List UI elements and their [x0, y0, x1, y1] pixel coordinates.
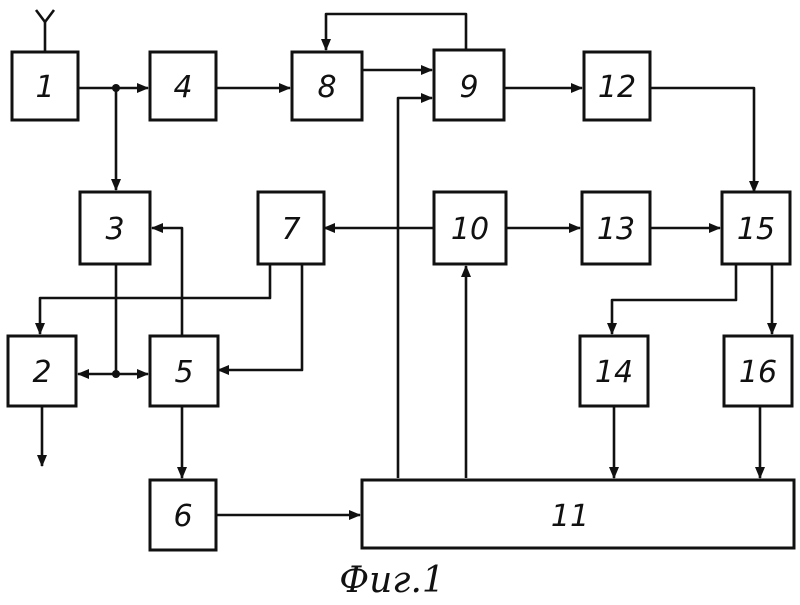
block-9: 9 — [434, 50, 504, 120]
block-12-label: 12 — [598, 70, 636, 105]
block-16: 16 — [724, 336, 792, 406]
block-4: 4 — [150, 52, 216, 120]
block-8: 8 — [292, 52, 362, 120]
block-12: 12 — [584, 52, 650, 120]
wire-15-to-14 — [612, 264, 736, 334]
block-15: 15 — [722, 192, 790, 264]
block-6: 6 — [150, 480, 216, 550]
block-11: 11 — [362, 480, 794, 548]
block-15-label: 15 — [737, 212, 775, 247]
block-13: 13 — [582, 192, 650, 264]
block-13-label: 13 — [597, 212, 635, 247]
block-8-label: 8 — [317, 70, 336, 105]
block-5: 5 — [150, 336, 218, 406]
wire-7-to-2 — [40, 264, 270, 334]
block-3-label: 3 — [105, 212, 124, 247]
block-9-label: 9 — [459, 70, 478, 105]
antenna-icon — [36, 10, 54, 52]
block-10-label: 10 — [451, 212, 489, 247]
block-7: 7 — [258, 192, 324, 264]
block-3: 3 — [80, 192, 150, 264]
block-14: 14 — [580, 336, 648, 406]
block-1-label: 1 — [35, 70, 54, 105]
block-1: 1 — [12, 52, 78, 120]
block-6-label: 6 — [173, 499, 192, 534]
wire-11-to-9 — [398, 98, 432, 478]
wire-9-to-8 — [326, 14, 466, 50]
block-16-label: 16 — [739, 355, 777, 390]
block-11-label: 11 — [551, 499, 589, 534]
figure-caption: Фиг.1 — [339, 560, 445, 601]
block-10: 10 — [434, 192, 506, 264]
block-14-label: 14 — [595, 355, 633, 390]
wire-5-to-3 — [152, 228, 182, 336]
block-2-label: 2 — [32, 355, 51, 390]
block-5-label: 5 — [174, 355, 193, 390]
block-4-label: 4 — [173, 70, 192, 105]
wire-12-to-15 — [650, 88, 754, 192]
block-7-label: 7 — [281, 212, 300, 247]
wire-7-to-5 — [218, 264, 302, 370]
block-2: 2 — [8, 336, 76, 406]
